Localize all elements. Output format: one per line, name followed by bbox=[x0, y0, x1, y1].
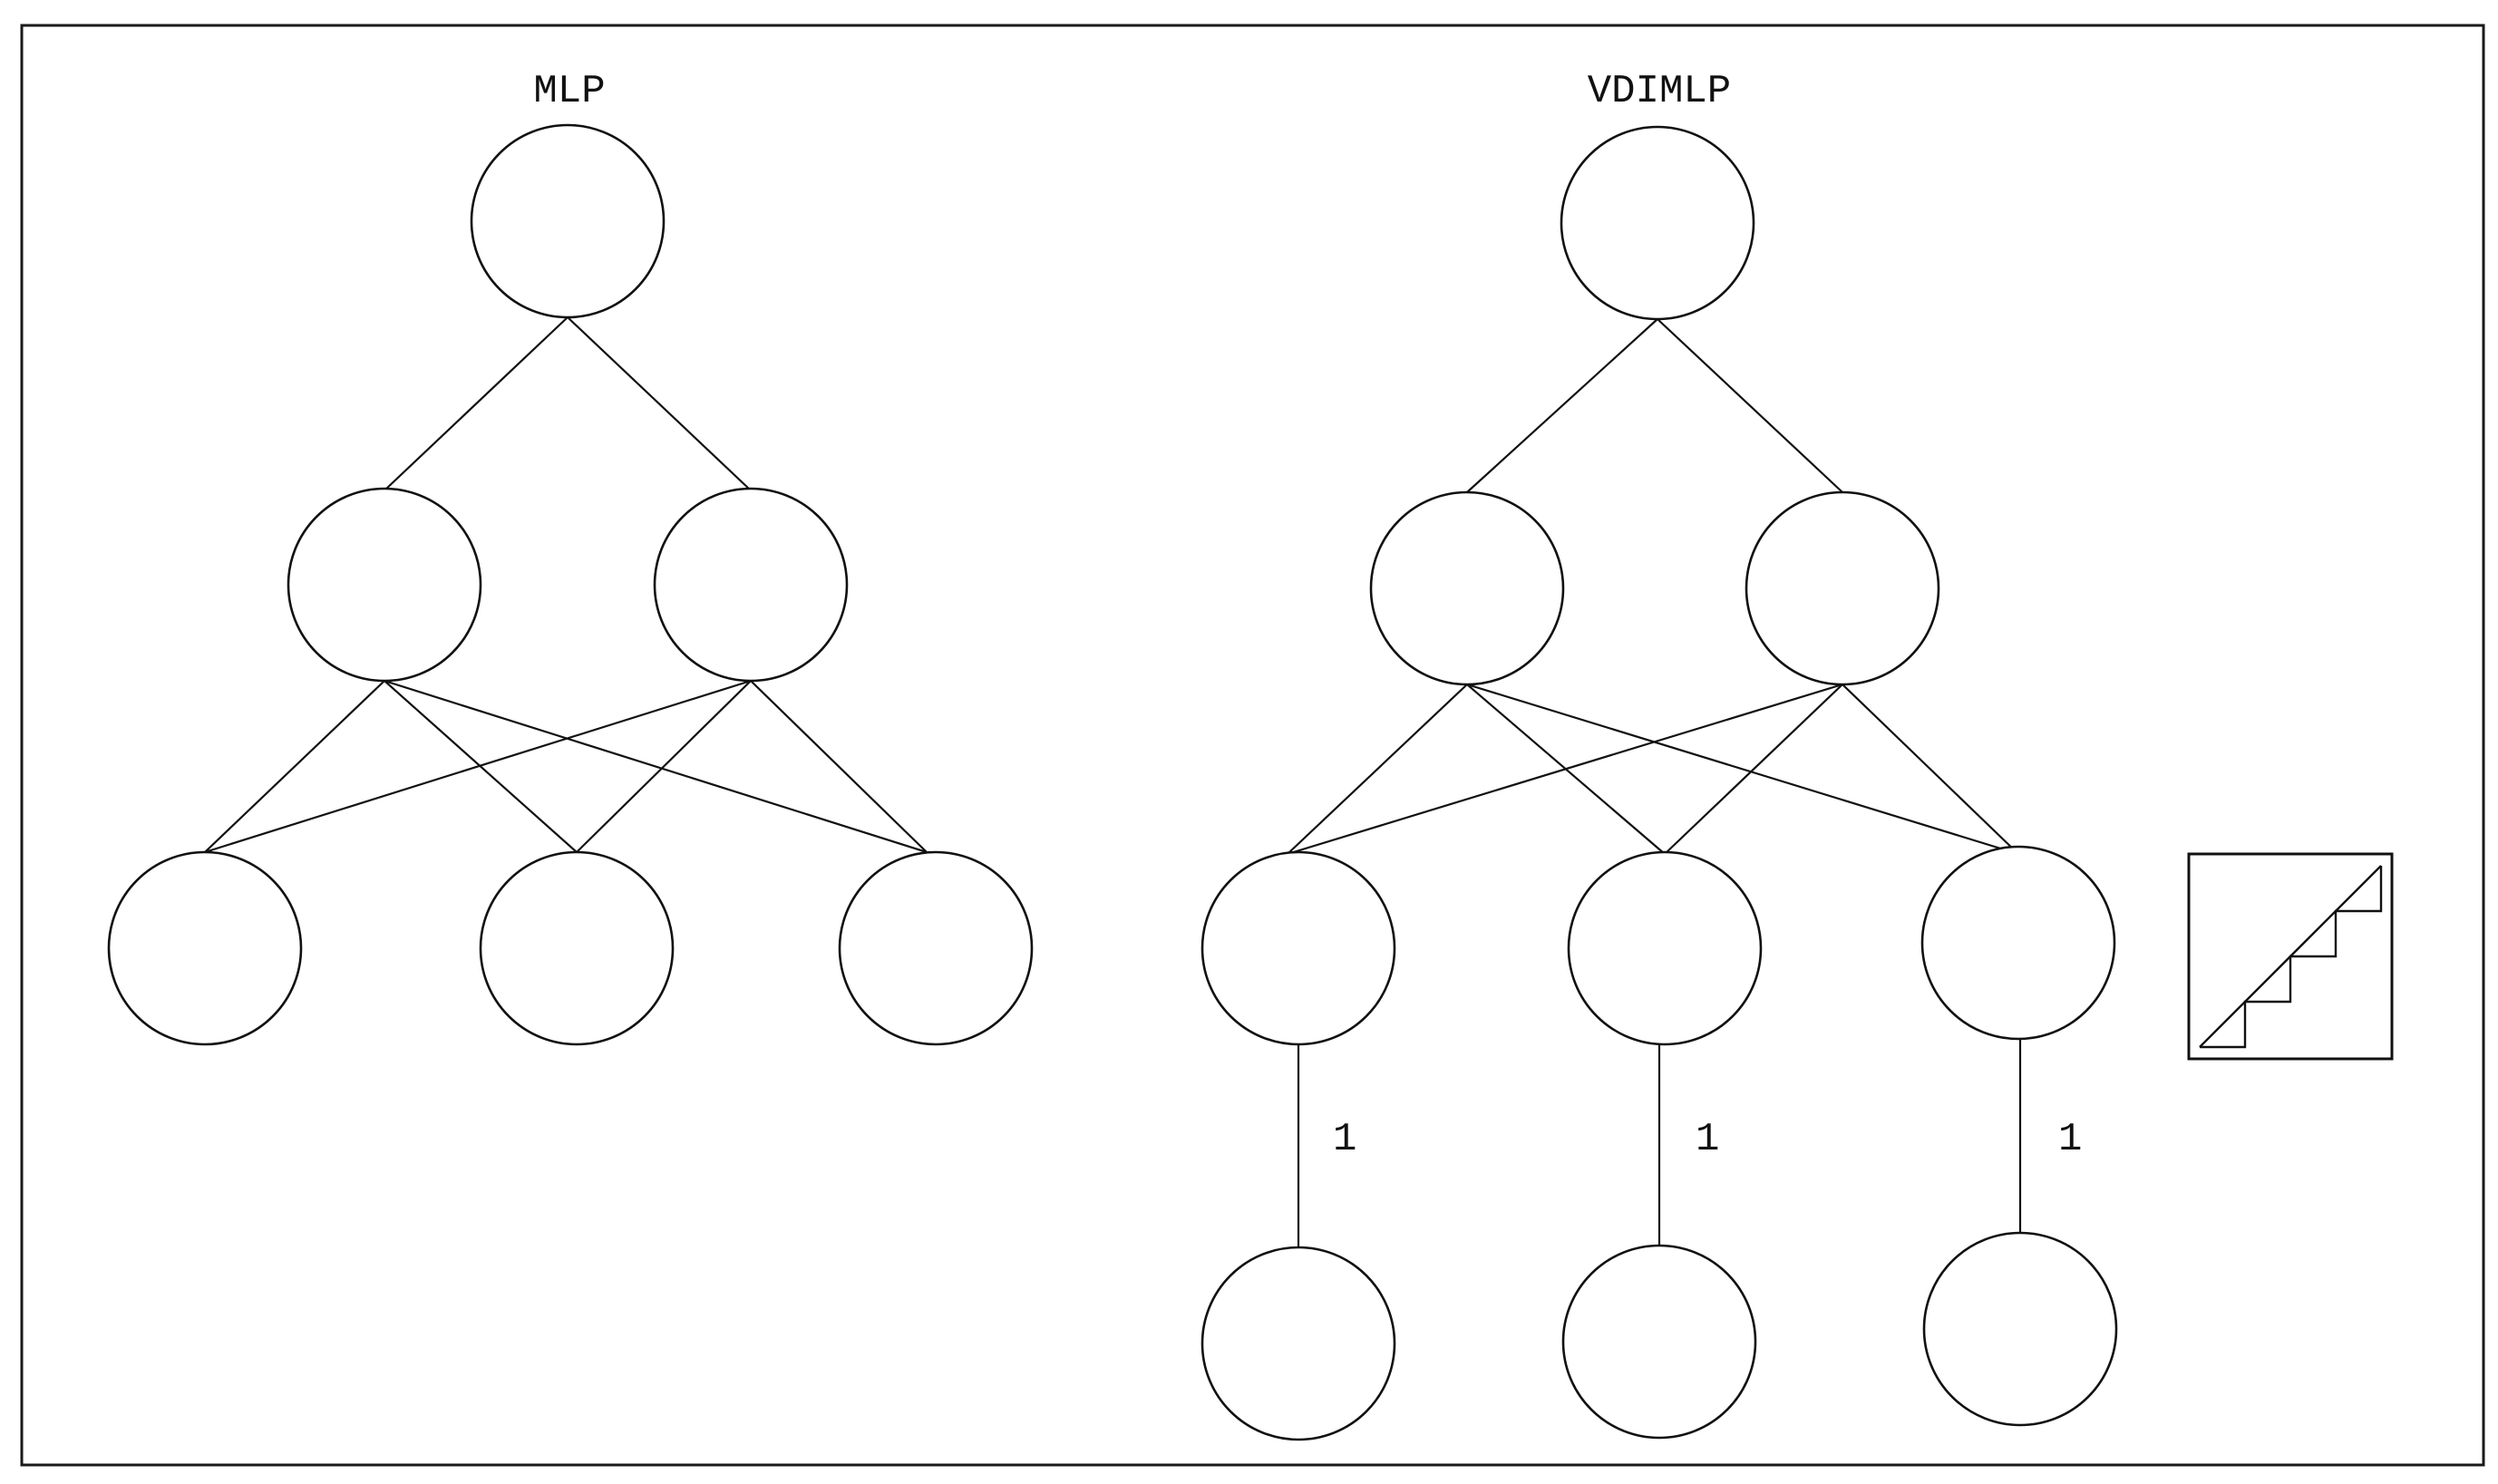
mlp-input-node bbox=[838, 850, 1034, 1046]
vdimlp-edge bbox=[1466, 318, 1658, 493]
vdimlp-staircase-node bbox=[1200, 850, 1396, 1046]
mlp-edge bbox=[567, 316, 752, 491]
vdimlp-staircase-node bbox=[1920, 845, 2116, 1041]
weight-label: 1 bbox=[2058, 1117, 2082, 1162]
mlp-edges bbox=[204, 316, 928, 854]
mlp-network: MLP bbox=[107, 69, 1034, 1046]
mlp-edge bbox=[204, 680, 385, 853]
diagram-frame bbox=[20, 24, 2485, 1467]
mlp-output-node bbox=[470, 123, 666, 319]
weight-label: 1 bbox=[1696, 1117, 1719, 1162]
mlp-hidden-node bbox=[287, 487, 482, 683]
vdimlp-network: VDIMLP 1 1 1 bbox=[1200, 69, 2118, 1441]
mlp-input-node bbox=[107, 850, 303, 1046]
vdimlp-title: VDIMLP bbox=[1588, 69, 1731, 114]
vdimlp-edge bbox=[1287, 683, 1843, 856]
mlp-edge bbox=[384, 316, 569, 491]
vdimlp-input-node bbox=[1200, 1246, 1396, 1441]
vdimlp-edges bbox=[1287, 318, 2022, 1249]
vdimlp-edge bbox=[1466, 683, 2019, 856]
mlp-edge bbox=[750, 680, 928, 853]
weight-label: 1 bbox=[1333, 1117, 1356, 1162]
mlp-edge bbox=[204, 679, 752, 854]
vdimlp-hidden-node bbox=[1745, 490, 1940, 686]
vdimlp-staircase-node bbox=[1567, 850, 1763, 1046]
vdimlp-input-node bbox=[1922, 1231, 2118, 1427]
vdimlp-edge bbox=[1842, 684, 2019, 855]
mlp-title: MLP bbox=[533, 69, 605, 114]
staircase-diagonal bbox=[2199, 865, 2382, 1048]
mlp-edge bbox=[576, 680, 752, 853]
vdimlp-hidden-node bbox=[1369, 490, 1565, 686]
staircase-step-function-icon bbox=[2187, 852, 2394, 1061]
mlp-hidden-node bbox=[653, 487, 849, 683]
mlp-edge bbox=[384, 679, 928, 854]
vdimlp-output-node bbox=[1560, 125, 1755, 321]
mlp-input-node bbox=[479, 850, 675, 1046]
vdimlp-edge bbox=[1664, 684, 1843, 855]
vdimlp-edge bbox=[1657, 318, 1843, 493]
vdimlp-input-node bbox=[1561, 1244, 1757, 1440]
vdimlp-edge bbox=[1287, 684, 1468, 855]
